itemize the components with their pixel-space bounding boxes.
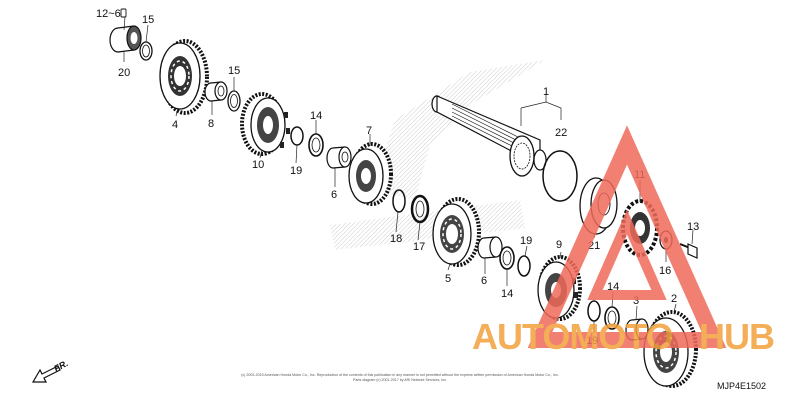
part-19-snap-ring-b[interactable] bbox=[517, 255, 531, 277]
callout-12-6: 12~6 bbox=[96, 8, 121, 20]
callout-14a: 14 bbox=[310, 110, 322, 122]
callout-10: 10 bbox=[252, 159, 264, 171]
part-7-gear[interactable] bbox=[348, 142, 393, 206]
callout-14b: 14 bbox=[501, 288, 513, 300]
callout-2: 2 bbox=[671, 293, 677, 305]
part-14-thrust-washer-a[interactable] bbox=[308, 133, 324, 157]
front-direction-indicator: FR. bbox=[31, 358, 70, 383]
watermark-brand-left: AUTOMOTO bbox=[472, 316, 673, 357]
callout-15b: 15 bbox=[228, 65, 240, 77]
callout-1: 1 bbox=[543, 86, 549, 98]
callout-3: 3 bbox=[633, 295, 639, 307]
watermark-brand-right: HUB bbox=[699, 316, 774, 357]
copyright-line-1: (c) 2003-2015 American Honda Motor Co., … bbox=[241, 373, 559, 377]
watermark-triangle-outer bbox=[527, 125, 727, 348]
callout-22: 22 bbox=[555, 127, 567, 139]
part-4-gear[interactable] bbox=[159, 39, 209, 115]
callout-16: 16 bbox=[659, 265, 671, 277]
callout-4: 4 bbox=[172, 119, 178, 131]
callout-6b: 6 bbox=[481, 275, 487, 287]
watermark-triangle-inner bbox=[587, 209, 667, 300]
part-14-thrust-washer-b[interactable] bbox=[499, 246, 515, 270]
callout-8: 8 bbox=[208, 118, 214, 130]
callout-17: 17 bbox=[413, 241, 425, 253]
part-18-snap-ring[interactable] bbox=[392, 189, 406, 213]
callout-19b: 19 bbox=[520, 235, 532, 247]
part-15-thrust-washer-upper[interactable] bbox=[139, 41, 153, 61]
copyright-line-2: Parts diagram (c) 2001-2017 by ARI Netwo… bbox=[353, 378, 447, 382]
part-6-bushing-b[interactable] bbox=[477, 236, 503, 259]
part-20-needle-bearing[interactable] bbox=[109, 25, 142, 53]
part-8-bushing[interactable] bbox=[204, 81, 228, 102]
callout-6a: 6 bbox=[331, 189, 337, 201]
callout-9: 9 bbox=[556, 239, 562, 251]
fr-arrow-icon bbox=[31, 365, 61, 383]
part-13-bolt[interactable] bbox=[679, 243, 698, 259]
callout-20: 20 bbox=[118, 67, 130, 79]
callout-15a: 15 bbox=[142, 14, 154, 26]
callout-5: 5 bbox=[445, 273, 451, 285]
part-15-thrust-washer-lower[interactable] bbox=[227, 90, 241, 112]
part-1-countershaft[interactable] bbox=[431, 95, 547, 177]
automotohub-watermark: AUTOMOTO HUB bbox=[472, 125, 775, 357]
callout-19a: 19 bbox=[290, 165, 302, 177]
callout-7: 7 bbox=[366, 125, 372, 137]
part-19-snap-ring-a[interactable] bbox=[290, 126, 304, 146]
diagram-code: MJP4E1502 bbox=[717, 381, 766, 391]
part-12-6-collar[interactable] bbox=[120, 8, 127, 18]
fr-label: FR. bbox=[52, 358, 69, 374]
callout-13: 13 bbox=[687, 221, 699, 233]
part-6-bushing-a[interactable] bbox=[326, 146, 352, 169]
part-5-gear[interactable] bbox=[432, 197, 481, 267]
callout-18: 18 bbox=[390, 233, 402, 245]
part-10-gear[interactable] bbox=[240, 92, 290, 156]
part-22-o-ring[interactable] bbox=[542, 150, 578, 202]
